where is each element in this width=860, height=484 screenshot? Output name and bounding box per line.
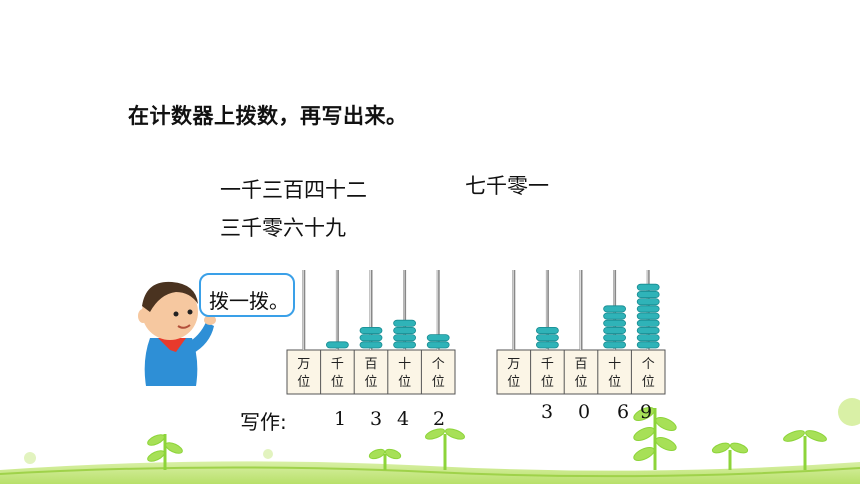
place-label: 百 [574, 357, 587, 372]
abacus-bead [603, 319, 626, 327]
place-label: 位 [398, 375, 411, 390]
abacus-bead [603, 326, 626, 334]
place-label: 十 [398, 357, 411, 372]
place-label: 位 [297, 375, 310, 390]
place-label: 位 [642, 375, 655, 390]
abacus-bead [636, 312, 660, 320]
abacus-bead [603, 341, 626, 349]
written-digit: 1 [334, 408, 347, 430]
abacus-bead [636, 290, 660, 298]
written-digit: 4 [397, 408, 410, 430]
abacus-bead [603, 334, 626, 342]
abacus-bead [426, 341, 450, 349]
abacus-bead [636, 341, 660, 349]
abacus-bead [359, 334, 383, 342]
written-digit: 3 [541, 401, 554, 423]
abacus-bead [603, 305, 626, 313]
abacus-bead [393, 341, 417, 349]
number-word-1: 一千三百四十二 [220, 178, 367, 202]
abacus-bead [393, 326, 417, 334]
abacus-bead [325, 341, 349, 349]
abacus-bead [636, 305, 660, 313]
abacus-bead [426, 334, 450, 342]
instruction-text: 在计数器上拨数，再写出来。 [128, 104, 408, 128]
place-label: 万 [297, 357, 310, 372]
child-illustration [138, 281, 220, 386]
written-digit: 6 [617, 401, 630, 423]
abacus-bead [636, 319, 660, 327]
place-label: 万 [507, 357, 520, 372]
place-label: 个 [432, 357, 445, 372]
place-label: 位 [541, 375, 554, 390]
place-label: 位 [507, 375, 520, 390]
abacus-base [286, 349, 456, 395]
place-label: 千 [331, 357, 344, 372]
abacus-bead [536, 341, 559, 349]
place-label: 位 [331, 375, 344, 390]
abacus-bead [636, 326, 660, 334]
write-label: 写作: [240, 410, 287, 434]
written-digit: 3 [370, 408, 383, 430]
written-digit: 2 [433, 408, 446, 430]
written-digit: 0 [578, 401, 591, 423]
place-label: 位 [432, 375, 445, 390]
abacus-bead [636, 298, 660, 306]
abacus-bead [393, 319, 417, 327]
abacus-bead [536, 326, 559, 334]
place-label: 位 [608, 375, 621, 390]
abacus-bead [393, 334, 417, 342]
abacus-bead [603, 312, 626, 320]
sprout-decoration [147, 407, 827, 470]
abacus-bead [359, 341, 383, 349]
place-label: 百 [364, 357, 377, 372]
number-word-2: 三千零六十九 [220, 216, 346, 240]
place-label: 千 [541, 357, 554, 372]
speech-bubble-text: 拨一拨。 [209, 289, 289, 313]
written-digit: 9 [640, 401, 653, 423]
abacus-bead [636, 334, 660, 342]
place-label: 位 [364, 375, 377, 390]
decor-circle [838, 398, 860, 426]
number-word-3: 七千零一 [465, 174, 549, 198]
abacus-bead [536, 334, 559, 342]
place-label: 位 [574, 375, 587, 390]
abacus-bead [359, 326, 383, 334]
place-label: 个 [642, 357, 655, 372]
place-label: 十 [608, 357, 621, 372]
speech-bubble [199, 273, 295, 317]
abacus-bead [636, 283, 660, 291]
